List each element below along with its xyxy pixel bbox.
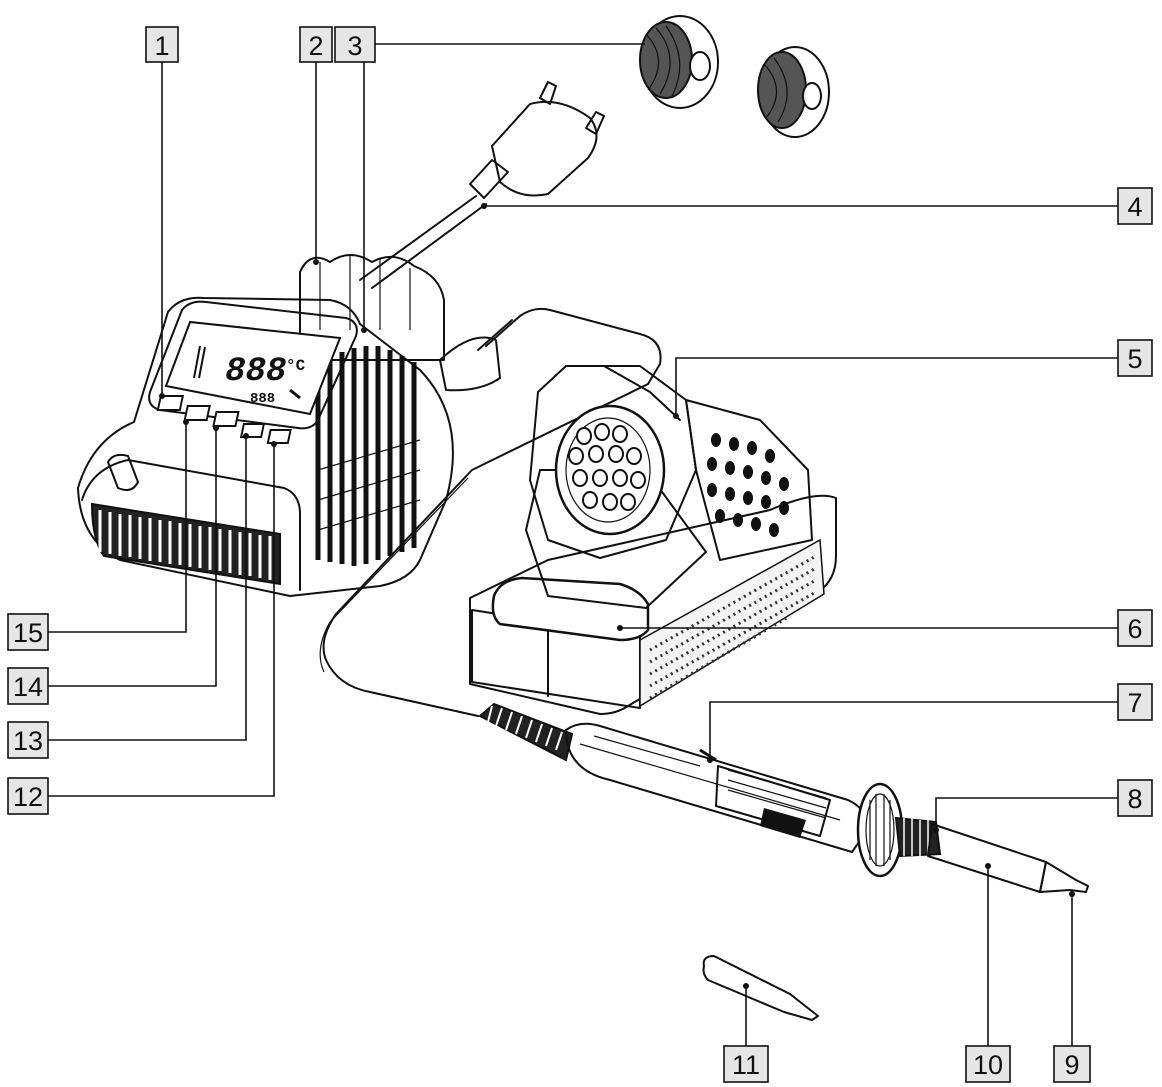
button-1[interactable]	[156, 395, 185, 411]
iron-stand	[469, 365, 837, 715]
callout-3-text: 3	[347, 31, 362, 61]
callout-15-text: 15	[13, 618, 43, 648]
button-12[interactable]	[266, 429, 292, 444]
power-plug	[469, 81, 605, 199]
lcd-display: 888 °C 888	[164, 320, 342, 416]
callout-10-text: 10	[973, 1050, 1003, 1080]
soldering-iron	[478, 702, 1089, 893]
callout-1-text: 1	[154, 31, 169, 61]
stand-perforated-side	[639, 538, 825, 708]
callout-6-text: 6	[1127, 614, 1142, 644]
callout-11: 11	[723, 1045, 769, 1083]
callout-7-text: 7	[1127, 688, 1142, 718]
callout-3: 3	[334, 26, 376, 63]
callout-6: 6	[1117, 609, 1153, 647]
button-14[interactable]	[212, 411, 240, 427]
iron-cable	[322, 307, 662, 717]
callout-5-text: 5	[1127, 344, 1142, 374]
callout-2: 2	[299, 26, 333, 63]
callout-15: 15	[7, 613, 49, 651]
callout-10: 10	[965, 1045, 1011, 1083]
callout-5: 5	[1117, 339, 1153, 377]
lcd-unit: °C	[286, 357, 306, 375]
solder-spool-1	[639, 15, 719, 109]
callout-1: 1	[145, 26, 179, 63]
callout-11-text: 11	[732, 1050, 760, 1080]
spare-tip	[702, 955, 819, 1021]
lcd-main-digits: 888	[221, 352, 290, 391]
control-buttons	[156, 395, 292, 444]
leader-dots	[159, 203, 1075, 989]
iron-strain-relief	[478, 702, 574, 762]
callout-14-text: 14	[13, 672, 43, 702]
iron-sleeve	[927, 823, 1047, 893]
callout-9-text: 9	[1064, 1050, 1079, 1080]
callout-12: 12	[7, 777, 49, 815]
callout-2-text: 2	[308, 31, 323, 61]
callout-4-text: 4	[1127, 192, 1142, 222]
lcd-sub-digits: 888	[250, 391, 275, 407]
holder-opening	[554, 404, 666, 536]
button-15[interactable]	[183, 405, 211, 421]
callout-12-text: 12	[13, 782, 43, 812]
side-cooling-fins	[315, 346, 421, 566]
solder-spool-2	[757, 46, 830, 138]
callout-13-text: 13	[13, 726, 43, 756]
power-cord	[359, 195, 487, 289]
control-station: 888 °C 888	[77, 254, 501, 597]
iron-tip	[1039, 861, 1089, 893]
callout-9: 9	[1053, 1045, 1091, 1083]
sponge-tray	[491, 576, 650, 642]
iron-ring-nut	[856, 782, 904, 878]
callout-13: 13	[7, 721, 49, 759]
callout-14: 14	[7, 667, 49, 705]
leader-lines	[48, 43, 1118, 1052]
callout-7: 7	[1117, 683, 1153, 721]
callout-8: 8	[1117, 779, 1153, 817]
callout-4: 4	[1117, 187, 1153, 225]
callout-8-text: 8	[1127, 784, 1142, 814]
